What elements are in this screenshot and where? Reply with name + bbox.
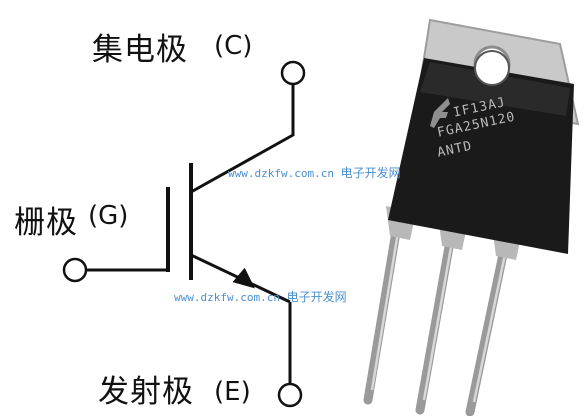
watermark-cn: 电子开发网 — [286, 290, 347, 304]
center-pin — [415, 225, 457, 415]
collector-terminal — [280, 60, 306, 86]
emitter-symbol: (E) — [214, 377, 251, 407]
watermark: www.dzkfw.com.cn 电子开发网 — [228, 164, 401, 181]
watermark-url: www.dzkfw.com.cn — [228, 167, 334, 180]
emitter-label: 发射极 — [98, 374, 194, 410]
watermark: www.dzkfw.com.cn 电子开发网 — [174, 288, 347, 305]
gate-symbol: (G) — [88, 201, 129, 231]
emitter-terminal — [277, 382, 303, 408]
collector-symbol: (C) — [214, 31, 253, 61]
gate-terminal — [62, 257, 88, 283]
collector-label: 集电极 — [92, 32, 188, 68]
collector-diagonal — [190, 133, 294, 194]
gate-label: 栅极 — [14, 205, 78, 241]
watermark-url: www.dzkfw.com.cn — [174, 291, 280, 304]
manufacturer-logo — [430, 98, 450, 128]
igbt-package-photo — [363, 18, 580, 416]
watermark-cn: 电子开发网 — [340, 166, 401, 180]
left-pin — [363, 215, 403, 405]
right-pin — [465, 235, 511, 416]
emitter-arrow — [232, 267, 255, 289]
